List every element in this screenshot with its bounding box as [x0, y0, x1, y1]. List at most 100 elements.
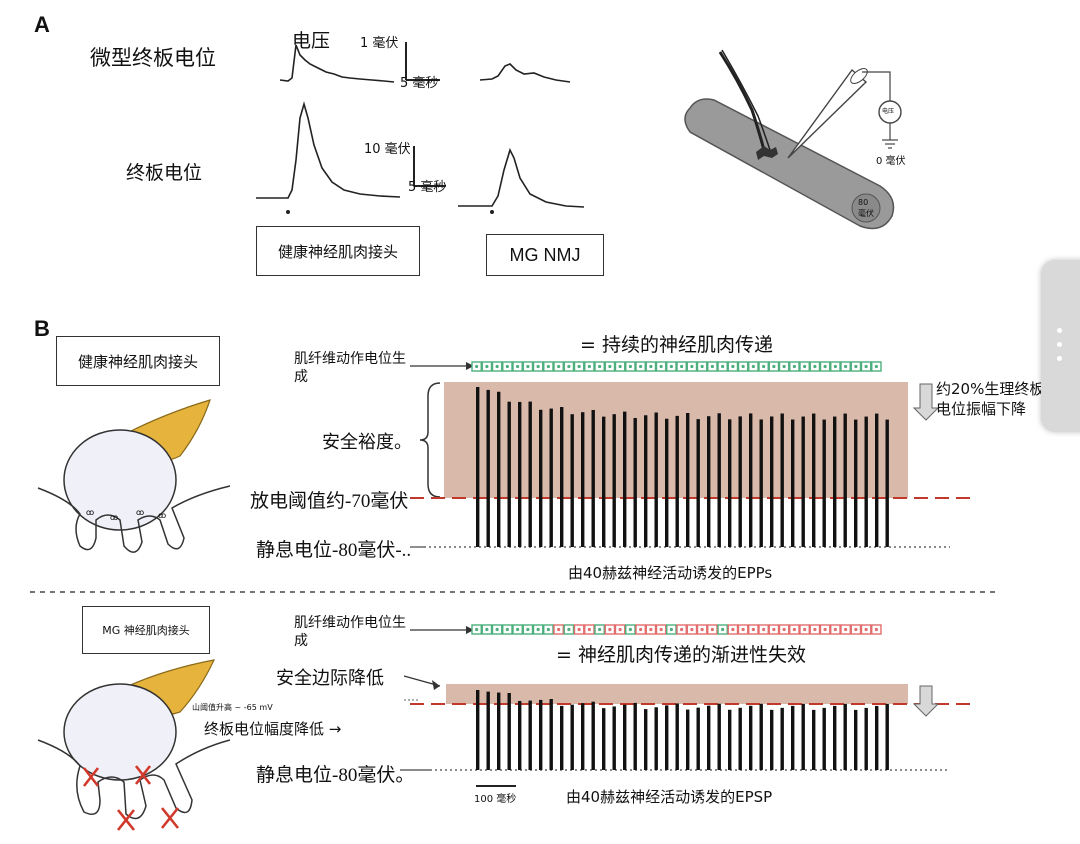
epp-bar: [854, 419, 858, 547]
ap-dot: [762, 627, 766, 632]
epp-bar: [822, 419, 826, 547]
epp-bar: [486, 691, 490, 770]
ap-dot: [587, 627, 591, 632]
receptor-loss-marks: [82, 765, 180, 831]
raised-threshold-label: 山阈值升高 ~ -65 mV: [192, 703, 273, 712]
epp-bar: [518, 401, 522, 547]
mg-footer: 由40赫兹神经活动诱发的EPSP: [566, 788, 773, 806]
epp-bar: [612, 414, 616, 547]
mg-nmj-box-a: MG NMJ: [486, 234, 604, 276]
threshold-label: 放电阈值约-70毫伏: [250, 491, 409, 512]
amplitude-note-1: 约20%生理终板: [936, 380, 1045, 398]
mepp-healthy-trace: [279, 44, 395, 83]
ap-dot: [751, 627, 755, 632]
epp-bar: [612, 706, 616, 770]
ap-dot: [813, 364, 817, 369]
ap-dot: [680, 627, 684, 632]
reduced-safety-label: 安全边际降低: [276, 668, 384, 689]
epp-bar: [717, 413, 721, 547]
epp-row-label: 终板电位: [126, 162, 203, 184]
ap-dot: [505, 627, 509, 632]
ap-dot: [485, 364, 489, 369]
ap-dot: [516, 627, 520, 632]
time-scale-label: 100 毫秒: [474, 794, 517, 805]
epp-bar: [791, 419, 795, 547]
healthy-footer: 由40赫兹神经活动诱发的EPPs: [568, 564, 773, 582]
ap-dot: [731, 364, 735, 369]
epp-bar: [770, 709, 774, 770]
epp-bar: [812, 413, 816, 547]
ap-dot: [546, 364, 550, 369]
epp-bar: [539, 409, 543, 547]
ap-dot: [854, 364, 858, 369]
ap-dot: [475, 627, 479, 632]
epp-bar: [885, 419, 889, 547]
fiber-mv-bottom: 毫伏: [858, 209, 874, 218]
ap-dot: [649, 364, 653, 369]
epp-bar: [812, 709, 816, 770]
epp-bar: [476, 690, 480, 770]
ap-dot: [721, 627, 725, 632]
epp-bar: [738, 707, 742, 770]
muscle-fiber-illustration: [684, 49, 902, 230]
epp-bar: [507, 401, 511, 547]
epp-bar: [801, 703, 805, 770]
ap-dot: [751, 364, 755, 369]
epp-bar: [644, 415, 648, 547]
ap-dot: [495, 627, 499, 632]
healthy-nmj-box-a: 健康神经肌肉接头: [256, 226, 420, 276]
mg-nmj-illustration: [37, 659, 231, 831]
ap-dot: [680, 364, 684, 369]
ap-dot: [782, 627, 786, 632]
ap-dot: [618, 627, 622, 632]
ap-dot: [813, 627, 817, 632]
ap-dot: [485, 627, 489, 632]
ap-dot: [721, 364, 725, 369]
epp-bar: [759, 419, 763, 547]
epp-bar: [791, 705, 795, 770]
ap-dot: [628, 364, 632, 369]
side-panel-handle[interactable]: [1041, 260, 1080, 432]
healthy-ap-label-2: 成: [294, 369, 308, 385]
epp-bar: [854, 709, 858, 770]
ap-dot: [649, 627, 653, 632]
ap-dot: [792, 627, 796, 632]
epp-bar: [749, 413, 753, 547]
epp-bar: [528, 700, 532, 770]
reduced-epp-label: 终板电位幅度降低 →: [204, 720, 342, 738]
epp-bar: [822, 707, 826, 770]
ap-dot: [731, 627, 735, 632]
epp-bar: [549, 408, 553, 547]
mg-title: = 神经肌肉传递的渐进性失效: [556, 644, 806, 666]
epp-bar: [875, 705, 879, 770]
epp-bar: [696, 707, 700, 770]
ap-dot: [567, 627, 571, 632]
ap-dot: [475, 364, 479, 369]
electrode-meter-label: 电压: [882, 108, 895, 115]
ap-dot: [659, 627, 663, 632]
voltage-label: 电压: [292, 30, 331, 52]
epp-bar: [675, 415, 679, 547]
healthy-rest-label: 静息电位-80毫伏-..: [256, 540, 412, 561]
epp-bar: [507, 692, 511, 770]
epp-healthy-scale: [413, 146, 446, 187]
epp-bar: [486, 389, 490, 547]
mepp-scale-voltage: 1 毫伏: [360, 36, 399, 51]
ap-dot: [557, 364, 561, 369]
svg-text:ꝏ: ꝏ: [136, 508, 144, 517]
epp-bar: [801, 416, 805, 547]
ap-dot: [741, 627, 745, 632]
ap-dot: [690, 364, 694, 369]
ap-dot: [874, 364, 878, 369]
epp-bar: [644, 709, 648, 770]
ap-dot: [803, 364, 807, 369]
epp-bar: [591, 701, 595, 770]
epp-bar: [560, 705, 564, 770]
epp-bar: [707, 416, 711, 547]
epp-bar: [843, 413, 847, 547]
ap-dot: [628, 627, 632, 632]
mepp-mg-trace: [479, 63, 571, 83]
epp-bar: [686, 413, 690, 547]
ap-dot: [659, 364, 663, 369]
epp-bar: [623, 411, 627, 547]
